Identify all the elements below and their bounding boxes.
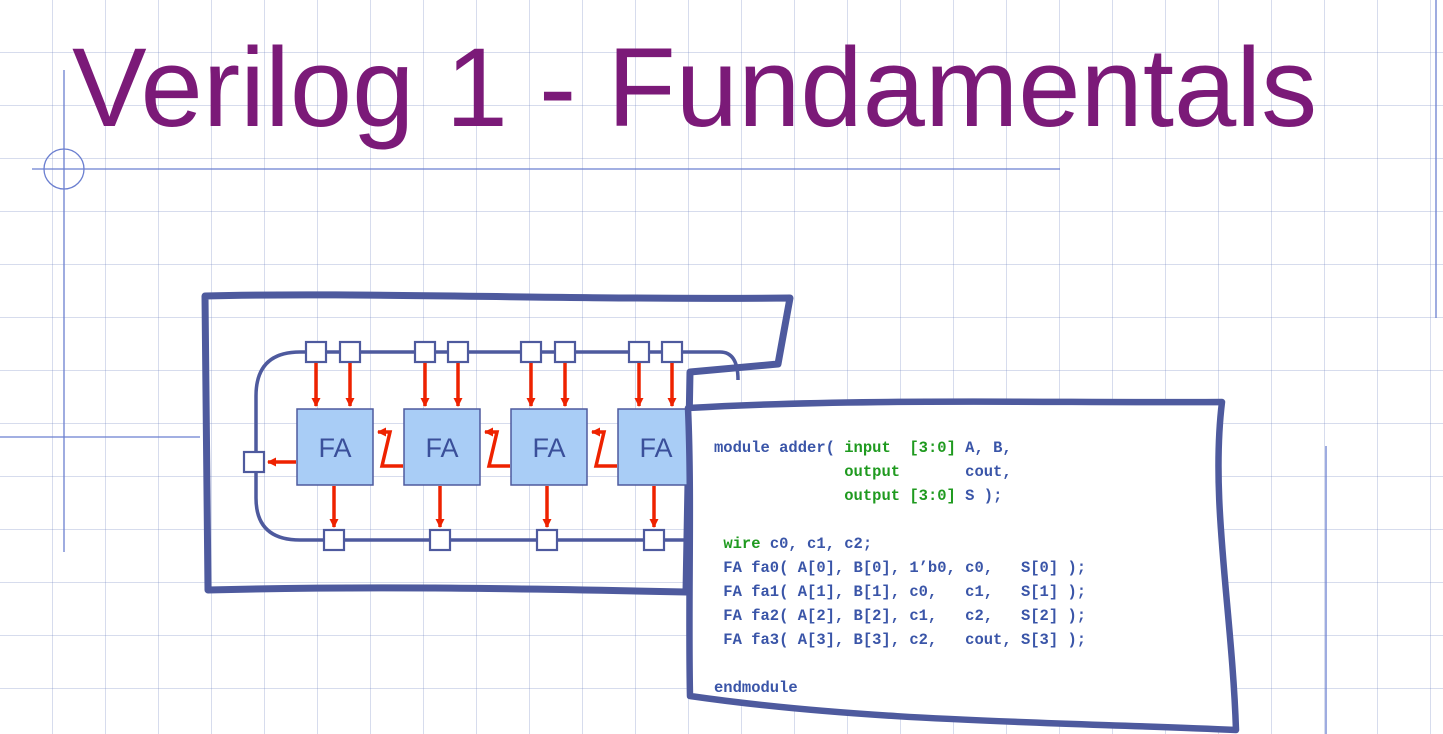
carry-arrow-1 [377, 427, 403, 468]
fa-label-2: FA [532, 433, 565, 463]
input-port-b0 [338, 340, 362, 364]
input-port-b3 [660, 340, 684, 364]
fa-label-0: FA [318, 433, 351, 463]
code-line: output cout, [714, 460, 1086, 484]
code-keyword: output [3:0] [844, 487, 956, 505]
port-bus [254, 350, 720, 542]
fa-label-3: FA [639, 433, 672, 463]
code-line: FA fa3( A[3], B[3], c2, cout, S[3] ); [714, 628, 1086, 652]
code-text [714, 463, 844, 481]
code-text: c0, c1, c2; [760, 535, 873, 553]
input-port-a1 [413, 340, 437, 364]
fa-cell-2 [510, 408, 588, 486]
input-port-a3 [627, 340, 651, 364]
code-text [714, 511, 723, 529]
fa-cell-1 [403, 408, 481, 486]
code-line [714, 652, 1086, 676]
fa-cell-3 [617, 408, 695, 486]
code-text: cout, [900, 463, 1012, 481]
verilog-code: module adder( input [3:0] A, B, output c… [714, 436, 1086, 700]
code-keyword: wire [723, 535, 761, 553]
code-keyword: output [844, 463, 901, 481]
code-text [714, 535, 723, 553]
code-text: A, B, [955, 439, 1012, 457]
code-line: wire c0, c1, c2; [714, 532, 1086, 556]
code-line: FA fa2( A[2], B[2], c1, c2, S[2] ); [714, 604, 1086, 628]
code-keyword: input [844, 439, 891, 457]
input-port-a0 [304, 340, 328, 364]
input-port-a2 [519, 340, 543, 364]
input-port-b1 [446, 340, 470, 364]
slide-title: Verilog 1 - Fundamentals [72, 25, 1318, 150]
code-text: FA fa2( A[2], B[2], c1, c2, S[2] ); [714, 607, 1087, 625]
output-port-s3 [642, 528, 666, 552]
output-port-s0 [322, 528, 346, 552]
code-line: endmodule [714, 676, 1086, 700]
code-keyword: [3:0] [909, 439, 956, 457]
code-text: FA fa3( A[3], B[3], c2, cout, S[3] ); [714, 631, 1087, 649]
code-line: FA fa1( A[1], B[1], c0, c1, S[1] ); [714, 580, 1086, 604]
code-line: FA fa0( A[0], B[0], 1’b0, c0, S[0] ); [714, 556, 1086, 580]
code-text: FA fa1( A[1], B[1], c0, c1, S[1] ); [714, 583, 1087, 601]
code-text: FA fa0( A[0], B[0], 1’b0, c0, S[0] ); [714, 559, 1087, 577]
output-port-s1 [428, 528, 452, 552]
code-line: output [3:0] S ); [714, 484, 1086, 508]
code-text: endmodule [714, 679, 798, 697]
code-text [714, 487, 844, 505]
module-outline [201, 291, 794, 596]
carry-arrow-3 [591, 427, 617, 468]
carry-arrow-2 [484, 427, 510, 468]
output-port-s2 [535, 528, 559, 552]
code-line [714, 508, 1086, 532]
code-text [714, 655, 723, 673]
code-text: S ); [955, 487, 1003, 505]
code-card [684, 398, 1240, 734]
output-port-cout [242, 450, 266, 474]
fa-label-1: FA [425, 433, 458, 463]
code-text [891, 439, 910, 457]
input-port-b2 [553, 340, 577, 364]
guide-circle [43, 148, 85, 190]
fa-cell-0 [296, 408, 374, 486]
code-text: module adder( [714, 439, 845, 457]
code-line: module adder( input [3:0] A, B, [714, 436, 1086, 460]
